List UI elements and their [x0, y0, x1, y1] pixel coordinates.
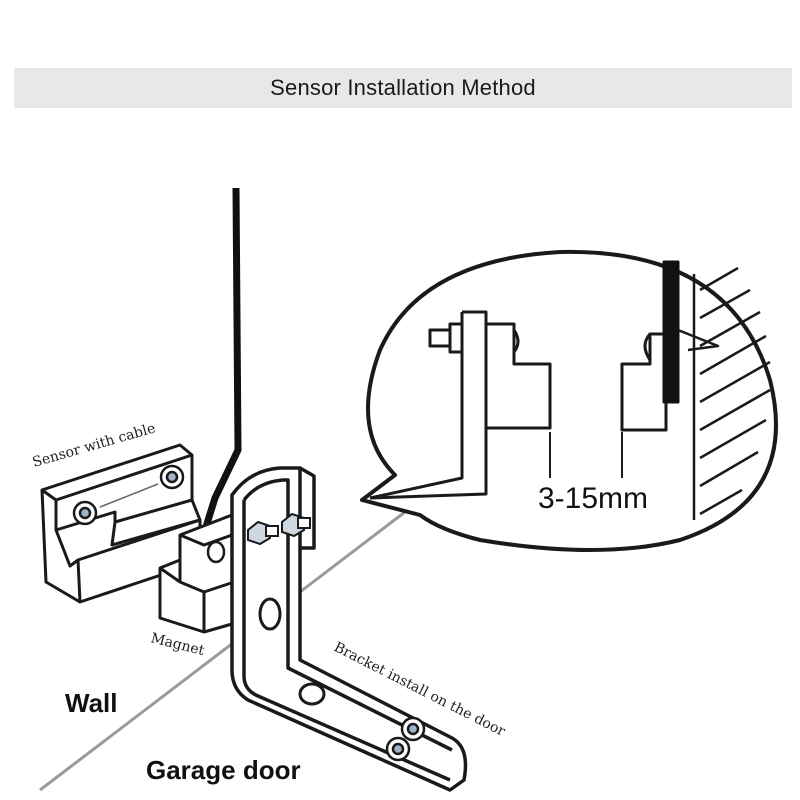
wall-edge-inner: [241, 187, 245, 451]
sensor-icon: [40, 443, 202, 604]
title-bar: Sensor Installation Method: [14, 68, 792, 108]
wall-label: Wall: [65, 688, 117, 718]
garage-door-label: Garage door: [146, 755, 301, 785]
gap-label: 3-15mm: [538, 482, 648, 515]
bracket-screw-icon: [385, 716, 426, 762]
magnet-label: Magnet: [149, 630, 206, 659]
bubble-sensor-icon: [620, 260, 720, 432]
bubble-bracket-icon: [369, 310, 552, 500]
gap-dimension: [549, 432, 623, 478]
wall-edge: [201, 187, 242, 532]
bracket-icon: [230, 466, 468, 792]
magnet-hole-icon: [206, 540, 226, 564]
magnet-icon: [158, 513, 248, 634]
sensor-screw-icon: [72, 464, 185, 526]
bracket-hole-icon: [298, 682, 326, 706]
bracket-hole-icon: [258, 597, 282, 631]
page-title: Sensor Installation Method: [270, 75, 536, 100]
bolt-icon: [247, 512, 311, 546]
floor-line: [39, 510, 406, 792]
sensor-cable: [99, 483, 159, 508]
wall-hatch: [692, 266, 771, 520]
